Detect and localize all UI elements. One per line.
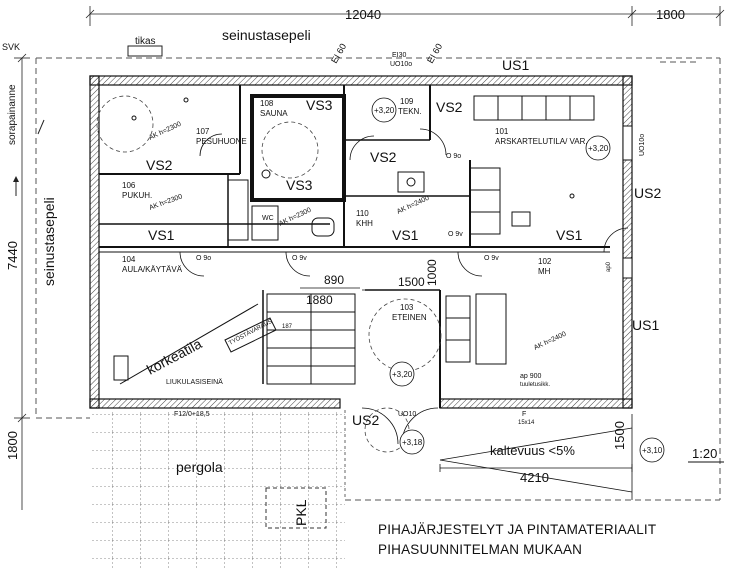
level-103: +3,20 — [392, 370, 413, 379]
ak2300-a: AK h=2300 — [148, 193, 183, 212]
f120-label: F12/0+18,5 — [174, 411, 210, 418]
dim-left-bottom: 1800 — [5, 431, 20, 460]
dim-890: 890 — [324, 273, 344, 287]
room-104-code: 104 — [122, 255, 136, 264]
room-102-code: 102 — [538, 257, 552, 266]
f-label: F — [522, 411, 526, 418]
fixtures — [113, 97, 575, 381]
dim-top-right: 1800 — [656, 7, 685, 22]
room-109-name: TEKN. — [398, 107, 422, 116]
sorapainanne-label: sorapainanne — [7, 84, 18, 145]
ei60-right: EI 60 — [425, 42, 444, 65]
dim-1880: 1880 — [306, 293, 333, 307]
ak2400-a: AK h=2400 — [396, 195, 431, 216]
wall-us1-right: US1 — [632, 317, 659, 333]
uo10-top: UO10o — [390, 61, 412, 68]
level-109: +3,20 — [374, 106, 395, 115]
tikas-label: tikas — [135, 36, 156, 47]
o9v-a: O 9v — [292, 255, 307, 262]
room-106-code: 106 — [122, 181, 136, 190]
yard-note: PIHAJÄRJESTELYT JA PINTAMATERIAALIT PIHA… — [378, 520, 678, 560]
wall-vs2-b: VS2 — [370, 149, 397, 165]
wall-us2-right: US2 — [634, 185, 661, 201]
tuuletusikk-label: tuuletusikk. — [520, 382, 550, 388]
arrow-head-icon — [13, 176, 19, 182]
dim-1500: 1500 — [398, 275, 425, 289]
room-107-code: 107 — [196, 127, 210, 136]
seinustasepeli-top-label: seinustasepeli — [222, 27, 311, 43]
room-103-code: 103 — [400, 303, 414, 312]
ei60-left: EI 60 — [329, 42, 348, 65]
slope-indicator — [439, 414, 633, 500]
wall-vs1-c: VS1 — [556, 227, 583, 243]
korkeatila-zone — [119, 303, 277, 385]
level-entry: +3,18 — [402, 438, 423, 447]
korkeatila-label: korkeatila — [144, 335, 205, 377]
liukulasiseina-label: LIUKULASISEINÄ — [166, 378, 223, 386]
ap0-label: ap0 — [606, 261, 612, 272]
ak2400-b: AK h=2400 — [533, 331, 568, 352]
o9o-a: O 9o — [196, 255, 211, 262]
yard-note-line2: PIHASUUNNITELMAN MUKAAN — [378, 542, 583, 557]
pergola-label: pergola — [176, 459, 223, 475]
wall-us1-top: US1 — [502, 57, 529, 73]
uo10-right: UO10o — [639, 134, 646, 156]
wall-vs1-a: VS1 — [148, 227, 175, 243]
room-106-name: PUKUH. — [122, 191, 152, 200]
site-boundary — [35, 57, 721, 501]
room-103-name: ETEINEN — [392, 313, 427, 322]
dim-top-main: 12040 — [345, 7, 381, 22]
wall-vs2-c: VS2 — [436, 99, 463, 115]
door-swings — [179, 128, 629, 445]
dim-left-main: 7440 — [5, 241, 20, 270]
pkl-box — [265, 487, 327, 529]
pkl-label: PKL — [293, 499, 309, 526]
dimension-left — [14, 53, 30, 510]
pergola-area — [90, 410, 345, 570]
room-108-code: 108 — [260, 99, 274, 108]
o9o-b: O 9o — [446, 153, 461, 160]
scale-label: 1:20 — [692, 446, 717, 461]
cabinet-row-101 — [227, 95, 595, 365]
kaltevuus-label: kaltevuus <5% — [490, 443, 575, 458]
o9v-b: O 9v — [448, 231, 463, 238]
tikas-ladder — [127, 45, 163, 57]
wall-vs2-a: VS2 — [146, 157, 173, 173]
staircase — [266, 293, 356, 385]
ei30-label: EI30 — [392, 52, 407, 59]
ap900-label: ap 900 — [520, 373, 542, 380]
f15x14-label: 15x14 — [518, 420, 535, 426]
uo10-bottom: UO10 — [398, 411, 416, 418]
wall-vs1-b: VS1 — [392, 227, 419, 243]
room-101-code: 101 — [495, 127, 509, 136]
dim-4210: 4210 — [520, 470, 549, 485]
svk-label: SVK — [2, 42, 20, 52]
wall-us2-bottom: US2 — [352, 412, 379, 428]
stair-label: 187 — [282, 324, 293, 330]
level-markers — [371, 97, 665, 463]
room-104-name: AULA/KÄYTÄVÄ — [122, 265, 183, 274]
room-110-name: KHH — [356, 219, 373, 228]
room-102-name: MH — [538, 267, 551, 276]
room-109-code: 109 — [400, 97, 414, 106]
dim-1500-right: 1500 — [612, 421, 627, 450]
o9v-c: O 9v — [484, 255, 499, 262]
room-108-name: SAUNA — [260, 109, 288, 118]
yard-note-line1: PIHAJÄRJESTELYT JA PINTAMATERIAALIT — [378, 522, 657, 537]
dimension-top — [85, 6, 725, 26]
room-110-code: 110 — [356, 209, 369, 218]
level-yard: +3,10 — [642, 446, 663, 455]
seinustasepeli-left-label: seinustasepeli — [41, 197, 57, 286]
wc-label: WC — [262, 215, 274, 222]
wall-vs3-a: VS3 — [306, 97, 333, 113]
room-107-name: PESUHUONE — [196, 137, 247, 146]
slope-arrow-icon — [37, 119, 45, 135]
dim-1000: 1000 — [425, 259, 439, 286]
room-101-name: ARSKARTELUTILA/ VAR. — [495, 137, 588, 146]
level-101: +3,20 — [588, 144, 609, 153]
wall-vs3-b: VS3 — [286, 177, 313, 193]
